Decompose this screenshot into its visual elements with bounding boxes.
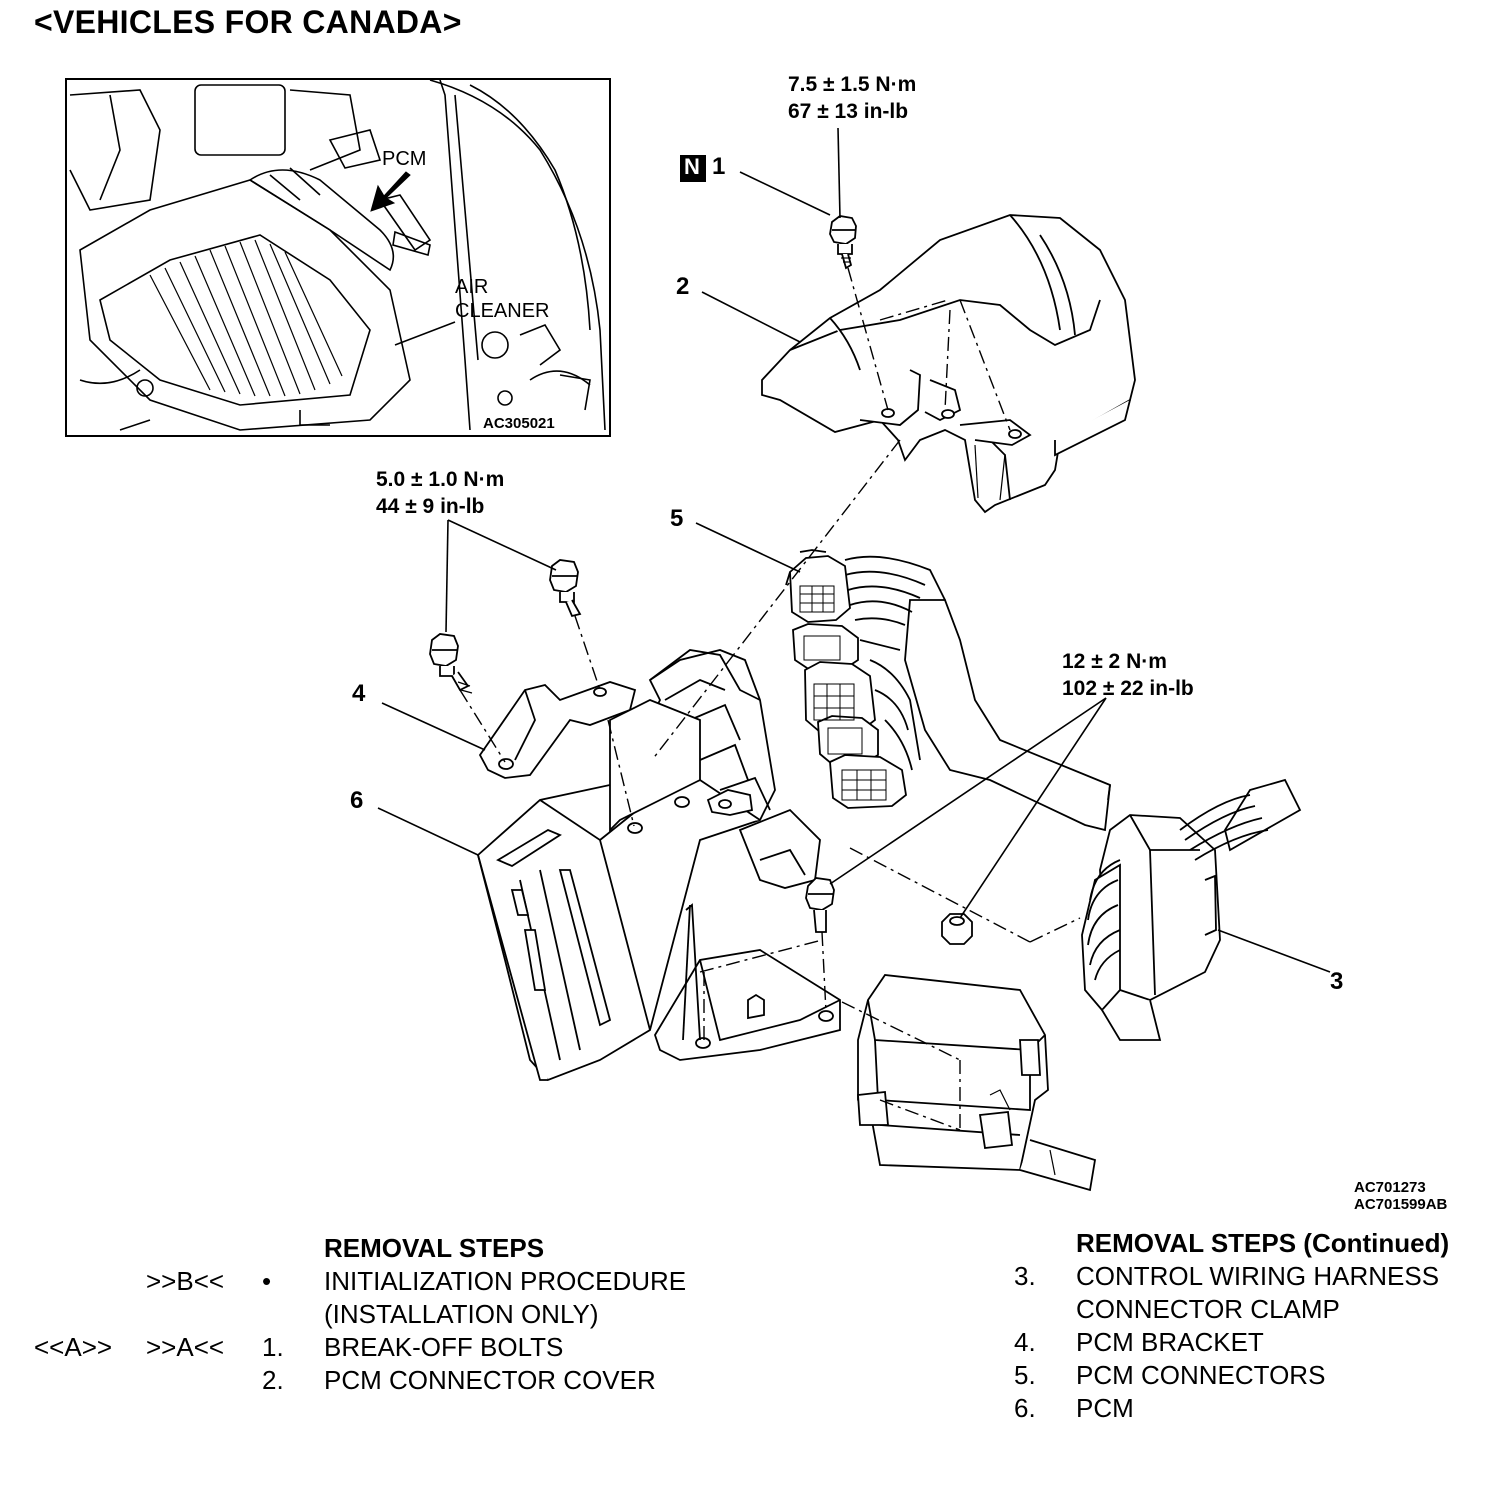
leader-callout-5 [695,522,801,573]
leader-lines [377,127,1331,973]
step-number: 3. [1014,1261,1036,1291]
callout-1: 1 [712,153,726,180]
torque-2-imperial: 44 ± 9 in-lb [376,495,485,518]
callout-3: 3 [1330,968,1344,995]
leader-callout-3 [1217,929,1331,973]
harness-connector-clamp [1081,778,1302,1041]
step-text: CONNECTOR CLAMP [1076,1294,1340,1324]
leader-torque-3b [829,697,1107,885]
torque-1-imperial: 67 ± 13 in-lb [788,100,909,123]
inset-code: AC305021 [483,415,555,432]
mounting-nut [941,913,973,945]
callout-6: 6 [350,787,364,814]
torque-1-metric: 7.5 ± 1.5 N·m [788,73,917,96]
base-bolt [805,877,835,933]
page-title: <VEHICLES FOR CANADA> [34,4,462,40]
leader-torque-3a [959,697,1107,919]
torque-3-imperial: 102 ± 22 in-lb [1062,677,1194,700]
break-off-bolt [829,215,857,270]
bracket-bolt-left [429,633,473,694]
step-text: PCM [1076,1393,1134,1423]
relay-box [857,974,1097,1192]
step-number: 6. [1014,1393,1036,1423]
step-number: 4. [1014,1327,1036,1357]
inset-frame [65,78,611,437]
torque-3-metric: 12 ± 2 N·m [1062,650,1167,673]
inset-air-cleaner-line2: CLEANER [455,300,550,322]
pcm-connectors-harness [785,549,1111,832]
step-text: INITIALIZATION PROCEDURE [324,1266,687,1296]
removal-steps-continued-header: REMOVAL STEPS (Continued) [1076,1228,1450,1258]
step-prefix-1: <<A>> [34,1332,113,1362]
leader-callout-4 [381,702,486,751]
air-cleaner-leader [394,321,456,346]
pcm-connector-cover [761,214,1136,514]
locator-inset [65,78,611,437]
step-prefix-2: >>B<< [146,1266,225,1296]
inset-pcm-label: PCM [382,148,427,170]
pcm-pointer-arrow [370,171,411,212]
n-badge-box [680,155,706,182]
figure-code-2: AC701599AB [1354,1196,1448,1213]
leader-callout-6 [377,807,479,856]
figure-code-1: AC701273 [1354,1179,1426,1196]
leader-torque-1 [837,127,841,219]
callout-4: 4 [352,680,366,707]
inset-air-cleaner-label: AIR CLEANER [455,275,549,323]
leader-callout-2 [701,291,801,343]
leader-torque-2b [447,519,557,571]
assembly-dash-lines [459,267,1081,1131]
pcm-bracket [478,681,701,834]
step-text: PCM CONNECTORS [1076,1360,1326,1390]
n-badge-letter: N [684,154,700,179]
step-text: PCM CONNECTOR COVER [324,1365,656,1395]
step-text: BREAK-OFF BOLTS [324,1332,564,1362]
callout-2: 2 [676,273,690,300]
removal-steps-header: REMOVAL STEPS [324,1233,545,1263]
bracket-bolt-right [549,559,582,618]
step-number: 1. [262,1332,284,1362]
inset-air-cleaner-line1: AIR [455,276,489,298]
torque-2-metric: 5.0 ± 1.0 N·m [376,468,505,491]
step-prefix-2: >>A<< [146,1332,225,1362]
torque-spec-3: 12 ± 2 N·m 102 ± 22 in-lb [1062,648,1194,702]
torque-spec-2: 5.0 ± 1.0 N·m 44 ± 9 in-lb [376,466,504,520]
step-text: CONTROL WIRING HARNESS [1076,1261,1440,1291]
step-text: PCM BRACKET [1076,1327,1264,1357]
leader-callout-1 [739,171,831,216]
step-number: 2. [262,1365,284,1395]
step-number: • [262,1266,272,1296]
step-number: 5. [1014,1360,1036,1390]
torque-spec-1: 7.5 ± 1.5 N·m 67 ± 13 in-lb [788,71,916,125]
callout-5: 5 [670,505,684,532]
figure-codes: AC701273 AC701599AB [1354,1179,1447,1213]
step-text: (INSTALLATION ONLY) [324,1299,599,1329]
leader-torque-2a [445,519,449,633]
